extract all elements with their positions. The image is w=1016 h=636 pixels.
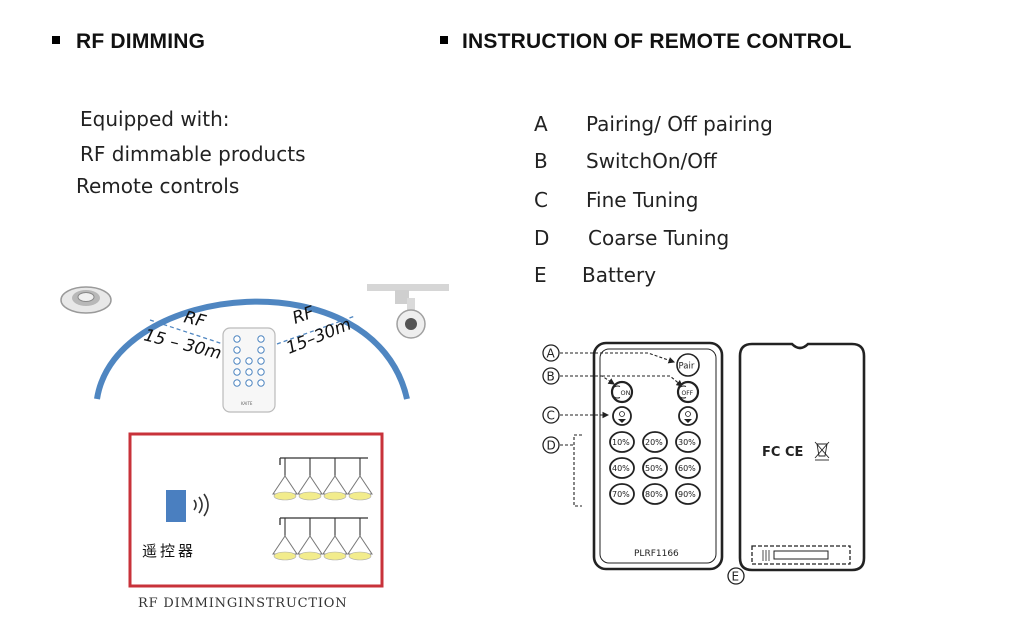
svg-text:Pair: Pair <box>679 362 695 372</box>
callout-a: A <box>542 344 676 364</box>
svg-text:B: B <box>547 370 555 384</box>
percent-button-50[interactable]: 50% <box>642 457 668 479</box>
svg-text:C: C <box>547 409 555 423</box>
rf-dimming-heading: RF DIMMING <box>76 30 206 53</box>
equipped-line-2: RF dimmable products <box>80 142 306 166</box>
rf-left-range: 15 – 30m <box>142 325 224 364</box>
svg-text:D: D <box>547 439 556 453</box>
item-text: SwitchOn/Off <box>586 149 717 173</box>
bullet-icon <box>440 36 448 44</box>
bullet-icon <box>52 36 60 44</box>
remote-controller-label: 遥控器 <box>142 542 196 560</box>
svg-text:10%: 10% <box>612 438 630 447</box>
percent-button-40[interactable]: 40% <box>609 457 635 479</box>
percent-button-70[interactable]: 70% <box>609 483 635 505</box>
svg-text:50%: 50% <box>645 464 663 473</box>
callout-b: B <box>542 367 683 387</box>
percent-button-60[interactable]: 60% <box>675 457 701 479</box>
callout-d: D <box>542 434 582 507</box>
svg-text:ON: ON <box>621 389 631 397</box>
svg-text:OFF: OFF <box>682 390 694 397</box>
instruction-item-c: C Fine Tuning <box>534 188 698 212</box>
callout-e: E <box>727 567 745 585</box>
svg-text:20%: 20% <box>645 438 663 447</box>
downlight-icon <box>60 286 112 314</box>
item-letter: C <box>534 188 548 212</box>
certification-marks: FC CE <box>762 445 803 460</box>
rf-link-left <box>149 319 224 345</box>
battery-compartment <box>751 545 851 565</box>
signal-waves-icon <box>193 493 209 517</box>
instruction-item-d: D Coarse Tuning <box>534 226 729 250</box>
percent-button-30[interactable]: 30% <box>675 431 701 453</box>
rf-instruction-box: 遥控器 <box>128 432 384 588</box>
equipped-line-3: Remote controls <box>76 174 240 198</box>
rf-range-diagram: RF 15 – 30m RF 15–30m KAITE <box>60 284 449 413</box>
pair-button[interactable]: Pair <box>676 353 700 377</box>
percent-button-80[interactable]: 80% <box>642 483 668 505</box>
remote-control-diagram: A B C D E Pair ON OFF <box>542 341 866 585</box>
svg-text:80%: 80% <box>645 490 663 499</box>
svg-text:90%: 90% <box>678 490 696 499</box>
weee-bin-icon <box>814 441 830 461</box>
instruction-item-b: B SwitchOn/Off <box>534 149 717 173</box>
off-button[interactable]: OFF <box>676 380 700 404</box>
item-text: Battery <box>582 263 657 287</box>
on-button[interactable]: ON <box>610 380 634 404</box>
track-light-icon <box>367 284 449 339</box>
bulb-row-lower <box>272 517 373 561</box>
remote-sender-icon <box>166 490 186 522</box>
svg-text:E: E <box>732 570 740 584</box>
equipped-line-1: Equipped with: <box>80 107 230 131</box>
instruction-heading: INSTRUCTION OF REMOTE CONTROL <box>462 30 852 53</box>
right-section-heading: INSTRUCTION OF REMOTE CONTROL <box>440 30 852 54</box>
remote-back-body <box>738 342 866 572</box>
svg-text:A: A <box>547 347 556 361</box>
rf-left-label: RF <box>182 307 208 332</box>
brightness-up-button[interactable] <box>678 406 698 426</box>
svg-text:70%: 70% <box>612 490 630 499</box>
rf-remote-icon: KAITE <box>222 327 276 413</box>
callout-c: C <box>542 406 610 424</box>
remote-model-label: PLRF1166 <box>634 549 679 559</box>
remote-front-body <box>592 341 724 571</box>
item-letter: D <box>534 226 550 250</box>
rf-instruction-caption: RF DIMMINGINSTRUCTION <box>138 596 348 611</box>
svg-text:60%: 60% <box>678 464 696 473</box>
item-letter: E <box>534 263 547 287</box>
percent-button-10[interactable]: 10% <box>609 431 635 453</box>
remote-brand: KAITE <box>241 401 253 406</box>
percent-button-90[interactable]: 90% <box>675 483 701 505</box>
rf-range-arc <box>94 298 410 400</box>
item-text: Fine Tuning <box>586 188 699 212</box>
left-section-heading: RF DIMMING <box>52 30 205 54</box>
item-letter: B <box>534 149 548 173</box>
instruction-item-e: E Battery <box>534 263 656 287</box>
svg-text:40%: 40% <box>612 464 630 473</box>
bulb-row-upper <box>272 457 373 501</box>
instruction-box-border <box>128 432 384 588</box>
percent-button-20[interactable]: 20% <box>642 431 668 453</box>
item-text: Pairing/ Off pairing <box>586 112 773 136</box>
instruction-item-a: A Pairing/ Off pairing <box>534 112 773 136</box>
brightness-down-button[interactable] <box>612 406 632 426</box>
item-letter: A <box>534 112 548 136</box>
svg-text:30%: 30% <box>678 438 696 447</box>
item-text: Coarse Tuning <box>588 226 730 250</box>
